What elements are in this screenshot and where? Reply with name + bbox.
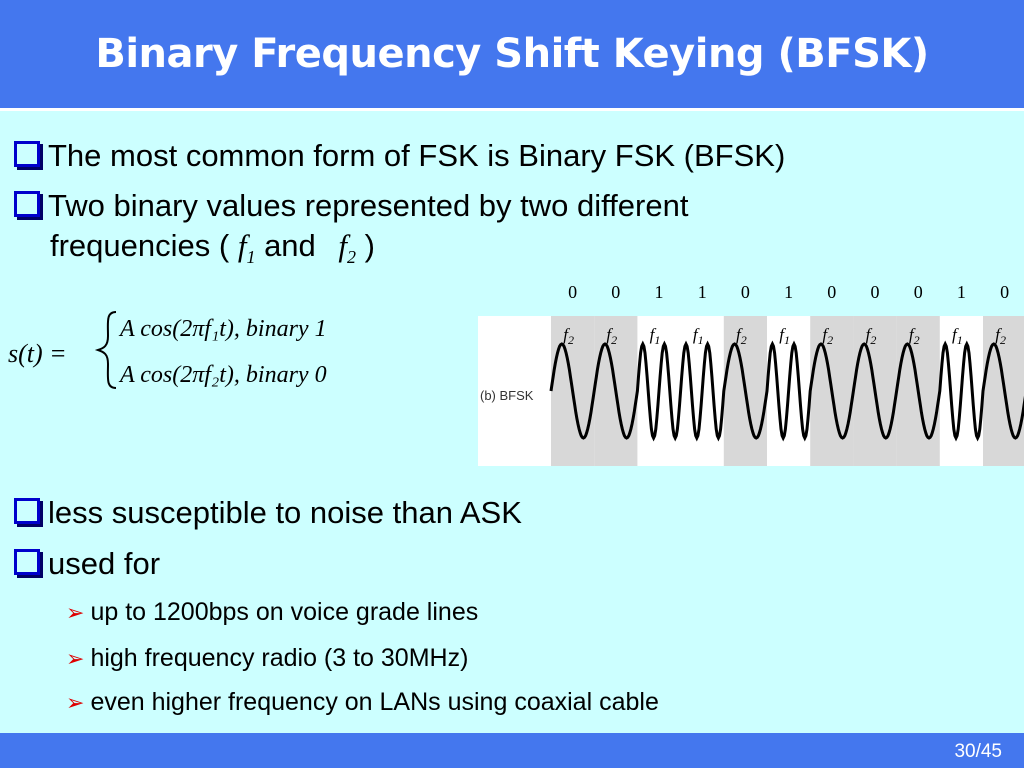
bit-label: 0 bbox=[1000, 282, 1009, 302]
freq-label: f2 bbox=[606, 325, 617, 347]
title-bar: Binary Frequency Shift Keying (BFSK) bbox=[0, 0, 1024, 111]
bit-label: 0 bbox=[827, 282, 836, 302]
equation-line-2: A cos(2πf₂t), binary 0 bbox=[118, 362, 327, 388]
square-bullet-icon bbox=[14, 191, 40, 217]
page-number: 30/45 bbox=[954, 741, 1002, 762]
freq-label: f1 bbox=[779, 325, 790, 347]
freq-label: f2 bbox=[563, 325, 574, 347]
sub-bullet-3: ➢even higher frequency on LANs using coa… bbox=[66, 688, 659, 716]
bullet-4: used for bbox=[14, 546, 160, 582]
bullet-1: The most common form of FSK is Binary FS… bbox=[14, 138, 785, 174]
bit-label: 0 bbox=[568, 282, 577, 302]
freq-label: f2 bbox=[866, 325, 877, 347]
bit-label: 0 bbox=[871, 282, 880, 302]
bfsk-label: (b) BFSK bbox=[480, 388, 534, 403]
bfsk-equation: s(t) = A cos(2πf₁t), binary 1 A cos(2πf₂… bbox=[8, 311, 327, 389]
equation-line-1: A cos(2πf₁t), binary 1 bbox=[118, 316, 327, 342]
bfsk-waveform bbox=[549, 340, 1024, 442]
sub-bullet-1: ➢up to 1200bps on voice grade lines bbox=[66, 598, 479, 626]
arrow-bullet-icon: ➢ bbox=[66, 690, 85, 715]
arrow-bullet-icon: ➢ bbox=[66, 600, 85, 625]
bit-label: 1 bbox=[784, 282, 793, 302]
square-bullet-icon bbox=[14, 141, 40, 167]
bullet-3: less susceptible to noise than ASK bbox=[14, 495, 522, 531]
bit-label: 0 bbox=[741, 282, 750, 302]
freq-label: f2 bbox=[736, 325, 747, 347]
bfsk-diagram: 0 f2 0 f2 1 f1 1 f1 0 f2 1 f1 0 f2 0 f2 0 f2 1 f1 0 f2 (b) BF… bbox=[478, 282, 1024, 466]
freq-label: f2 bbox=[822, 325, 833, 347]
footer-bar: 30/45 bbox=[0, 733, 1024, 768]
equation-lhs: s(t) = bbox=[8, 339, 67, 368]
arrow-bullet-icon: ➢ bbox=[66, 646, 85, 671]
bullet-2: Two binary values represented by two dif… bbox=[14, 188, 688, 224]
bit-label: 1 bbox=[698, 282, 707, 302]
square-bullet-icon bbox=[14, 498, 40, 524]
slide-title: Binary Frequency Shift Keying (BFSK) bbox=[95, 31, 929, 77]
bit-label: 1 bbox=[655, 282, 664, 302]
bit-label: 0 bbox=[611, 282, 620, 302]
freq-label: f2 bbox=[995, 325, 1006, 347]
bit-label: 0 bbox=[914, 282, 923, 302]
bullet-2-continued: frequencies ( f1 and f2 ) bbox=[50, 228, 375, 268]
freq-label: f1 bbox=[650, 325, 661, 347]
freq-label: f1 bbox=[693, 325, 704, 347]
freq-label: f1 bbox=[952, 325, 963, 347]
freq-label: f2 bbox=[909, 325, 920, 347]
bit-label: 1 bbox=[957, 282, 966, 302]
square-bullet-icon bbox=[14, 549, 40, 575]
sub-bullet-2: ➢high frequency radio (3 to 30MHz) bbox=[66, 644, 469, 672]
